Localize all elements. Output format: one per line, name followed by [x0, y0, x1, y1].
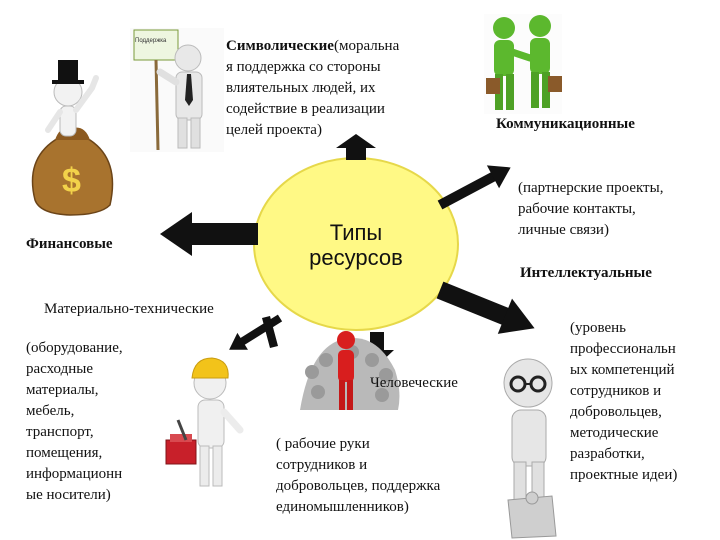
arrow-left: [160, 212, 258, 256]
human-desc: ( рабочие руки сотрудников и добровольце…: [276, 434, 496, 518]
symbolic-desc-line: (моральна: [333, 38, 400, 54]
intellectual-desc-line: сотрудников и: [570, 383, 662, 399]
support-sign-figure-icon: [130, 28, 224, 152]
sign-text: Поддержка: [135, 38, 167, 44]
intellectual-desc-line: добровольцев,: [570, 404, 662, 420]
handshake-figures-icon: [484, 14, 562, 114]
arrow-down-left: [229, 314, 283, 350]
intellectual-desc-line: методические: [570, 425, 659, 441]
material-desc-line: материалы,: [26, 382, 99, 398]
symbolic-title: Символические: [226, 38, 334, 54]
symbolic-desc-line: влиятельных людей, их: [226, 80, 376, 96]
arrow-tick: [262, 316, 278, 348]
intellectual-desc-line: проектные идеи): [570, 467, 678, 483]
communication-title: Коммуникационные: [496, 116, 635, 132]
center-title-line2: ресурсов: [309, 245, 403, 270]
intellectual-desc-line: ых компетенций: [570, 362, 675, 378]
arrow-up: [336, 134, 376, 160]
human-desc-line: ( рабочие руки: [276, 436, 370, 452]
material-desc-line: транспорт,: [26, 424, 94, 440]
intellectual-title: Интеллектуальные: [520, 265, 652, 281]
human-desc-line: единомышленников): [276, 499, 409, 515]
glasses-puzzle-figure-icon: [503, 358, 557, 539]
symbolic-desc-line: я поддержка со стороны: [226, 59, 381, 75]
intellectual-desc-line: разработки,: [570, 446, 645, 462]
material-desc: (оборудование, расходные материалы, мебе…: [26, 338, 166, 506]
communication-desc-line: (партнерские проекты,: [518, 180, 664, 196]
material-desc-line: расходные: [26, 361, 94, 377]
symbolic-desc-line: целей проекта): [226, 122, 322, 138]
intellectual-desc-line: профессиональн: [570, 341, 676, 357]
human-desc-line: добровольцев, поддержка: [276, 478, 441, 494]
material-desc-line: мебель,: [26, 403, 75, 419]
intellectual-desc: (уровень профессиональн ых компетенций с…: [570, 318, 716, 486]
communication-desc-line: рабочие контакты,: [518, 201, 636, 217]
arrow-up-right: [437, 165, 511, 210]
material-desc-line: (оборудование,: [26, 340, 123, 356]
arrow-down-right: [436, 281, 535, 334]
communication-desc-line: личные связи): [518, 222, 609, 238]
financial-title: Финансовые: [26, 236, 113, 252]
money-bag-figure-icon: $: [31, 60, 114, 216]
intellectual-desc-line: (уровень: [570, 320, 627, 336]
center-title-line1: Типы: [329, 220, 383, 245]
material-title: Материально-технические: [44, 301, 214, 317]
symbolic-block: Символические(моральна я поддержка со ст…: [226, 36, 458, 141]
human-title: Человеческие: [370, 375, 458, 391]
symbolic-desc-line: содействие в реализации: [226, 101, 385, 117]
worker-toolbox-icon: [165, 357, 244, 487]
svg-text:$: $: [62, 162, 81, 200]
human-desc-line: сотрудников и: [276, 457, 368, 473]
material-desc-line: информационн: [26, 466, 123, 482]
crowd-red-figure-icon: [300, 331, 400, 410]
communication-desc: (партнерские проекты, рабочие контакты, …: [518, 178, 714, 241]
material-desc-line: ые носители): [26, 487, 111, 503]
center-title: Типы ресурсов: [296, 220, 416, 270]
material-desc-line: помещения,: [26, 445, 103, 461]
